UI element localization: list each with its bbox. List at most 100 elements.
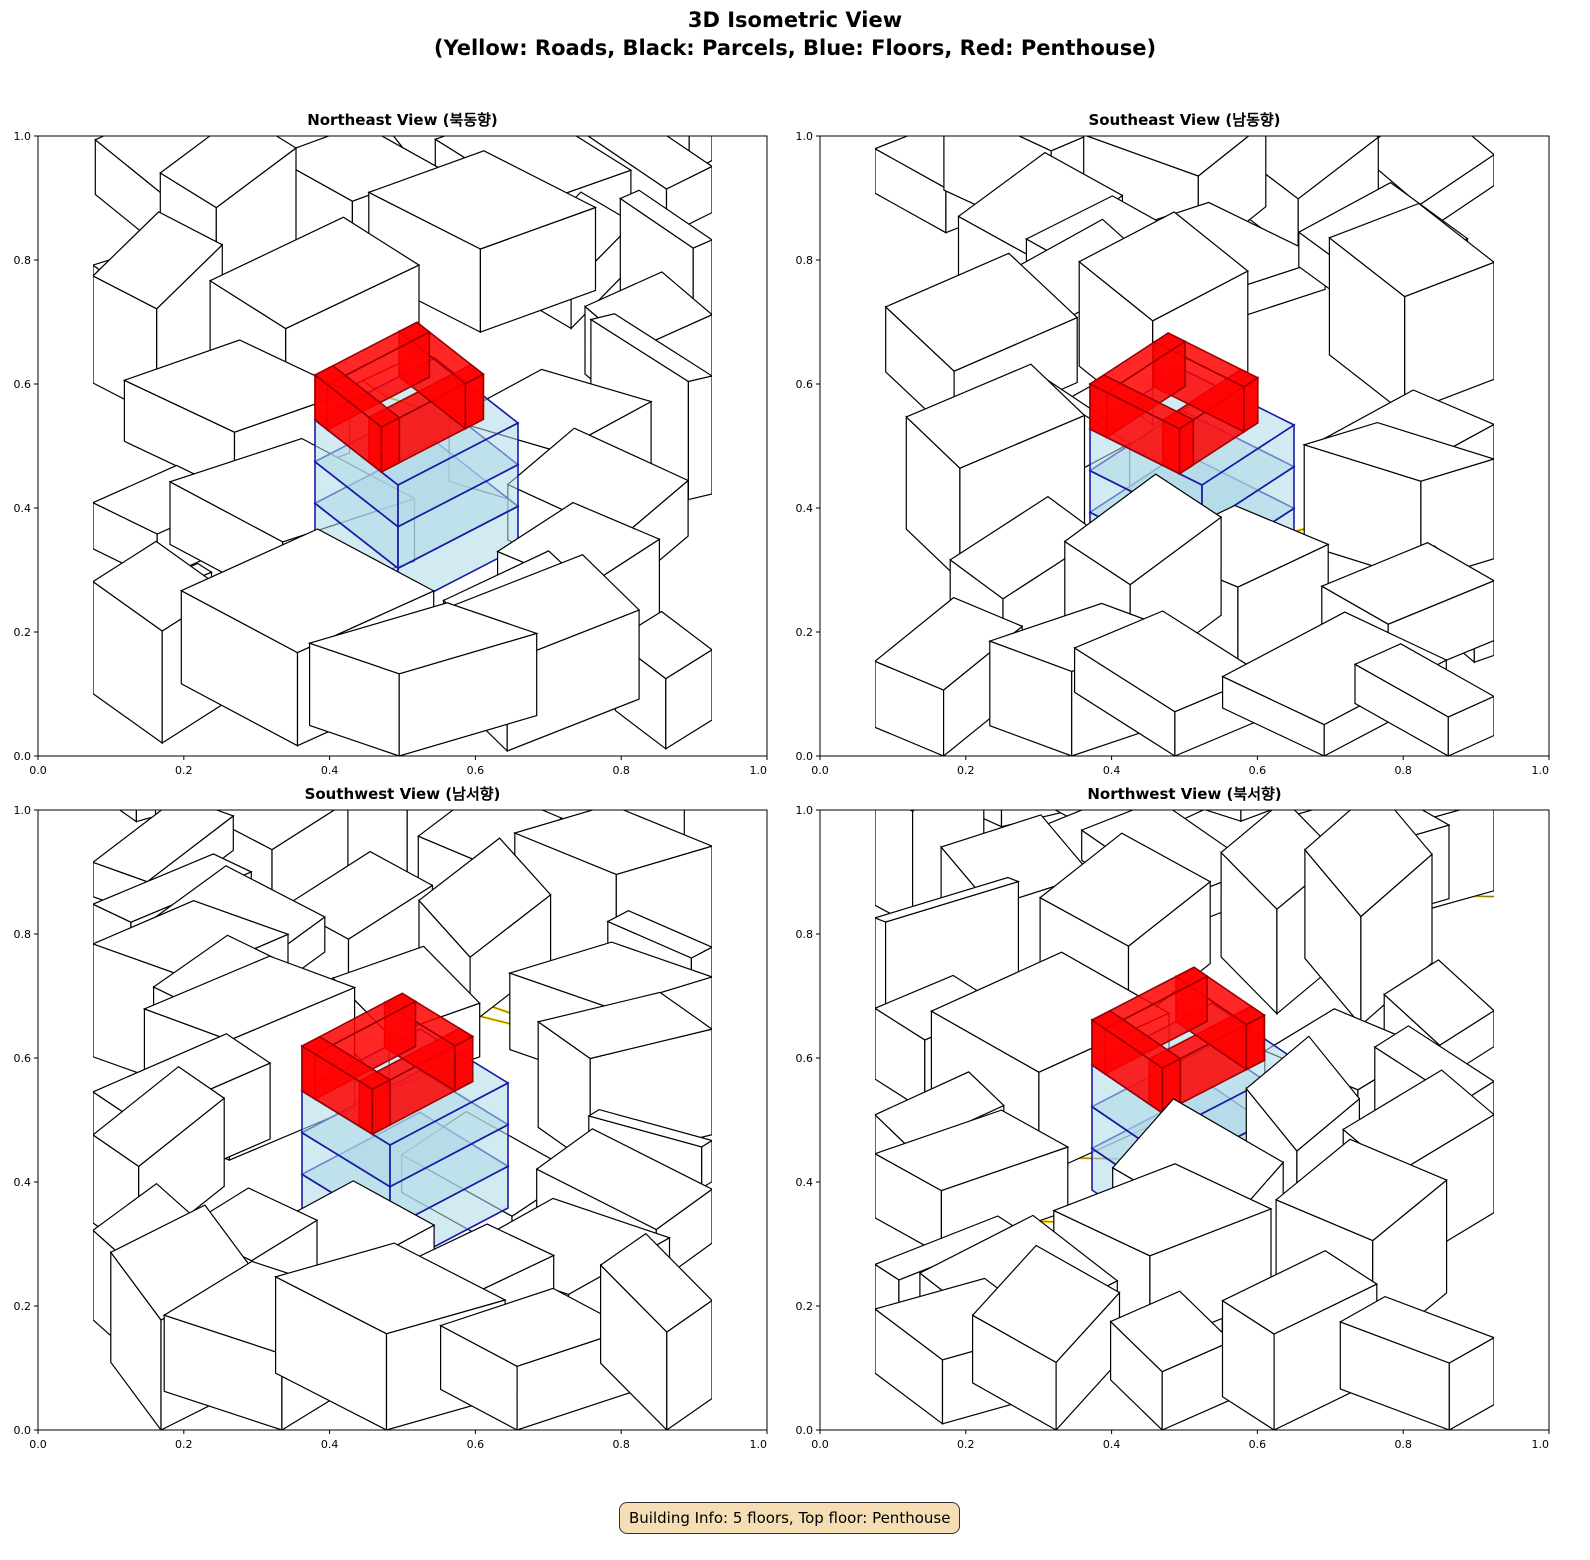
parcel-building-top-face	[122, 339, 352, 433]
y-tick-label: 0.4	[14, 1176, 32, 1189]
x-tick-label: 0.4	[321, 1438, 339, 1451]
parcel-building-top-face	[273, 1242, 507, 1335]
parcel-building-top-face	[506, 427, 690, 538]
parcel-building-top-face	[1085, 136, 1250, 177]
parcel-building-top-face	[512, 810, 712, 876]
y-tick-label: 0.2	[14, 626, 32, 639]
parcel-building-top-face	[93, 1065, 226, 1168]
building-info-box: Building Info: 5 floors, Top floor: Pent…	[619, 1502, 961, 1534]
penthouse-left-top-face	[313, 364, 401, 428]
parcel-building-top-face	[1017, 136, 1088, 152]
axes-frame	[819, 809, 1550, 1431]
northwest-view-plot: 0.00.00.20.20.40.40.60.60.80.81.01.0	[796, 804, 1550, 1451]
parcel-building-right-face	[701, 1139, 712, 1190]
x-tick-label: 0.6	[467, 1438, 485, 1451]
y-tick-label: 0.2	[14, 1300, 32, 1313]
parcel-building-top-face	[507, 941, 712, 1009]
panel-title: Northeast View (북동향)	[307, 111, 498, 129]
y-tick-label: 1.0	[796, 804, 814, 817]
penthouse	[1090, 966, 1266, 1115]
x-tick-label: 0.0	[29, 1438, 47, 1451]
penthouse-left-top-face	[1088, 374, 1195, 430]
panel-title: Southeast View (남동향)	[1088, 111, 1281, 129]
x-tick-label: 0.4	[321, 764, 339, 777]
parcel-building-top-face	[1039, 832, 1212, 947]
scene	[93, 136, 712, 756]
parcel-building-top-face	[179, 528, 436, 654]
parcel-building-top-face	[587, 1108, 712, 1148]
parcel-building-top-face	[587, 136, 712, 190]
parcel-building-left-face	[1203, 810, 1242, 823]
y-tick-label: 0.2	[796, 1300, 814, 1313]
x-tick-label: 0.4	[1103, 764, 1121, 777]
parcel-building-top-face	[875, 876, 1021, 923]
x-tick-label: 0.6	[1249, 1438, 1267, 1451]
y-tick-label: 1.0	[14, 804, 32, 817]
penthouse-left-top-face	[300, 1035, 392, 1091]
parcel-building-top-face	[1221, 1250, 1379, 1335]
parcel-building-top-face	[599, 1232, 712, 1333]
y-tick-label: 0.6	[14, 378, 32, 391]
x-tick-label: 0.2	[175, 764, 193, 777]
scene	[875, 810, 1494, 1430]
parcel-building-top-face	[589, 313, 712, 383]
parcel-building-top-face	[1320, 542, 1494, 625]
y-tick-label: 0.6	[796, 378, 814, 391]
parcel-building-top-face	[1063, 473, 1223, 586]
parcel-building-right-face	[1404, 261, 1494, 415]
y-tick-label: 0.4	[14, 502, 32, 515]
x-tick-label: 0.8	[612, 764, 630, 777]
parcel-building-top-face	[439, 1287, 632, 1367]
y-tick-label: 0.0	[14, 1424, 32, 1437]
axes-frame	[37, 135, 768, 757]
x-tick-label: 0.0	[29, 764, 47, 777]
x-tick-label: 1.0	[1532, 1438, 1550, 1451]
parcel-building-top-face	[536, 991, 712, 1060]
southwest-view-plot: 0.00.00.20.20.40.40.60.60.80.81.01.0	[14, 804, 768, 1451]
parcel-building-top-face	[1109, 1290, 1233, 1373]
y-tick-label: 0.8	[796, 254, 814, 267]
target-building	[300, 992, 510, 1272]
parcel-building-top-face	[1078, 211, 1249, 322]
x-tick-label: 1.0	[1532, 764, 1550, 777]
x-tick-label: 0.8	[1394, 1438, 1412, 1451]
parcel-building-right-face	[1447, 695, 1494, 756]
parcel-building-top-face	[142, 955, 357, 1041]
parcel-building-top-face	[606, 910, 712, 959]
parcel-building-top-face	[307, 602, 539, 675]
penthouse-left-top-face	[1090, 1009, 1182, 1069]
y-tick-label: 0.0	[14, 750, 32, 763]
parcel-building-top-face	[1302, 421, 1494, 482]
x-tick-label: 0.2	[957, 1438, 975, 1451]
x-tick-label: 1.0	[750, 1438, 768, 1451]
parcel-building-right-face	[665, 649, 712, 750]
parcel-building-top-face	[1338, 1295, 1494, 1364]
parcel-building-left-face	[188, 136, 217, 149]
parcel-building-right-face	[687, 375, 712, 501]
parcel-building-top-face	[159, 136, 298, 209]
y-tick-label: 0.8	[14, 928, 32, 941]
northeast-view-plot: 0.00.00.20.20.40.40.60.60.80.81.01.0	[14, 130, 768, 777]
parcel-building-top-face	[1328, 202, 1494, 298]
southeast-view-plot: 0.00.00.20.20.40.40.60.60.80.81.01.0	[796, 130, 1550, 777]
parcel-building-right-face	[666, 1299, 712, 1430]
x-tick-label: 0.4	[1103, 1438, 1121, 1451]
scene	[875, 136, 1494, 756]
x-tick-label: 0.6	[467, 764, 485, 777]
parcel-building-top-face	[1052, 1163, 1273, 1257]
x-tick-label: 1.0	[750, 764, 768, 777]
y-tick-label: 0.0	[796, 750, 814, 763]
y-tick-label: 0.4	[796, 1176, 814, 1189]
penthouse	[1088, 332, 1260, 476]
y-tick-label: 0.8	[796, 928, 814, 941]
parcel-building-top-face	[208, 216, 421, 330]
parcel-building-top-face	[971, 1244, 1121, 1364]
parcel-building-left-face	[875, 810, 914, 927]
parcel-building-top-face	[93, 810, 235, 883]
parcel-building-top-face	[1304, 810, 1433, 918]
x-tick-label: 0.8	[1394, 764, 1412, 777]
panel-title: Southwest View (남서향)	[304, 785, 501, 803]
y-tick-label: 0.2	[796, 626, 814, 639]
